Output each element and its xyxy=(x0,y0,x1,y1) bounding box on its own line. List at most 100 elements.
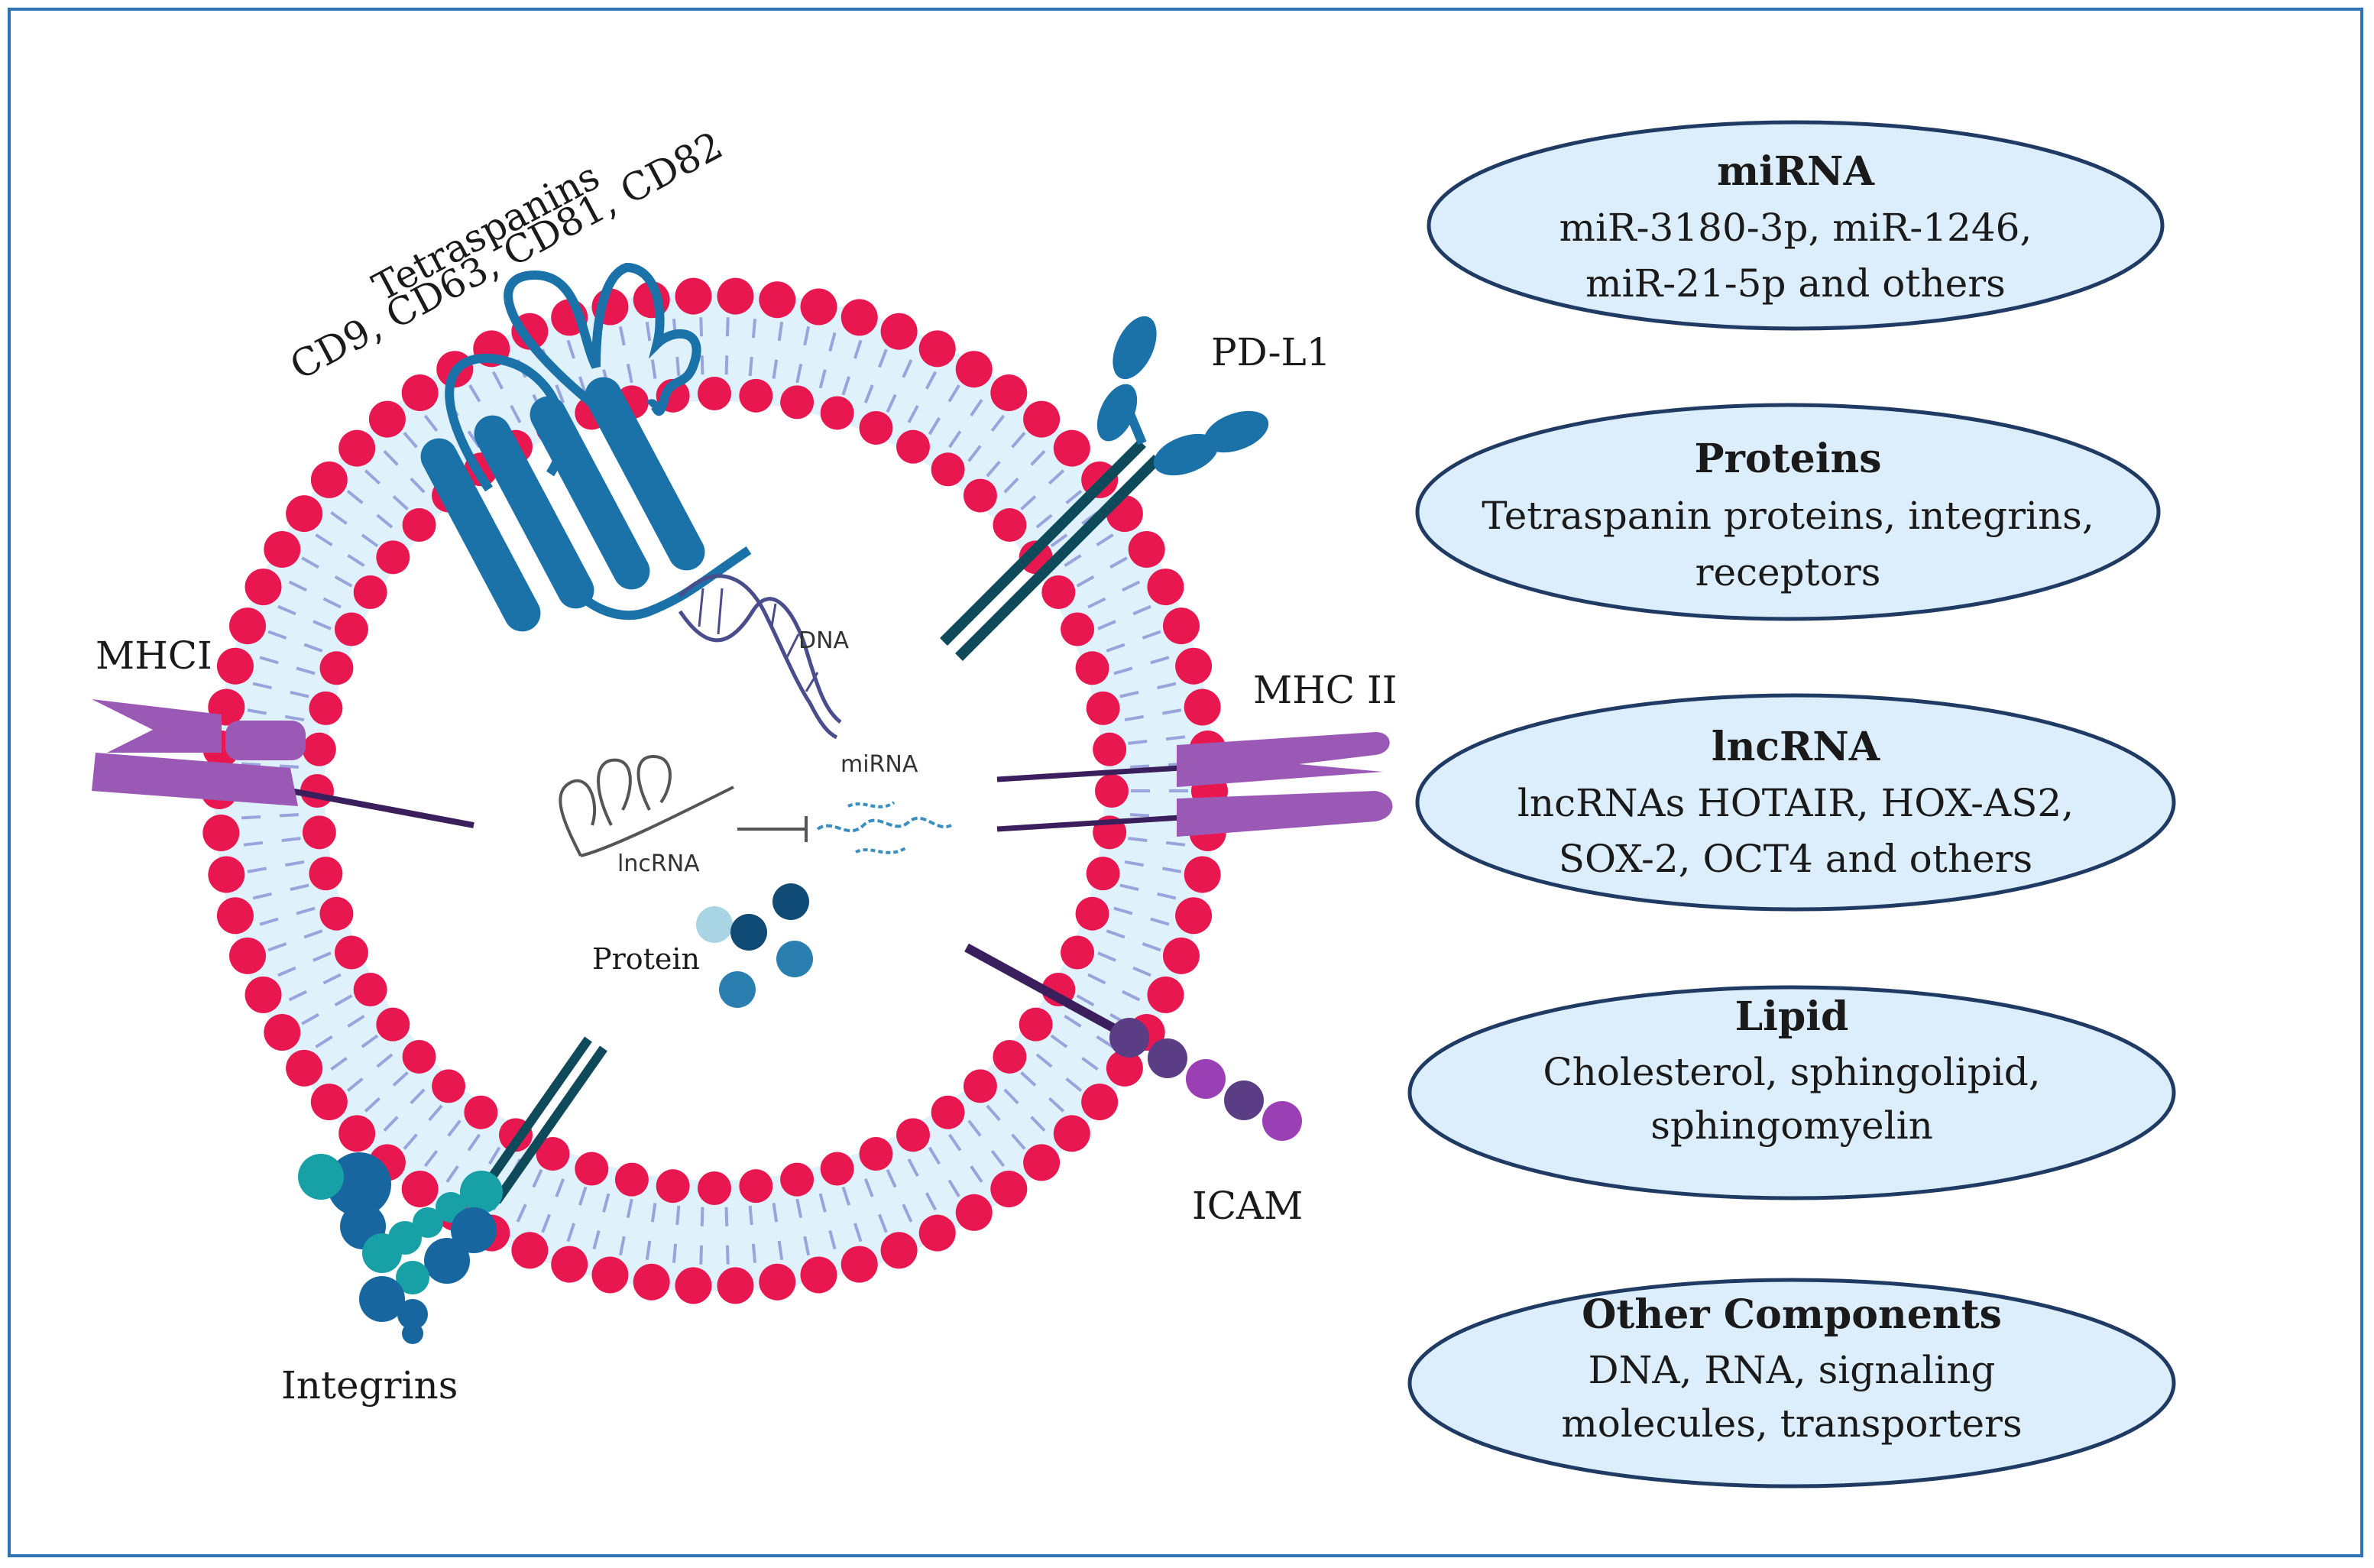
lipid-tail xyxy=(803,326,811,346)
lipid-tail xyxy=(376,1053,394,1068)
lipid-tail xyxy=(1081,1057,1099,1071)
lipid-head-group xyxy=(1184,688,1221,726)
lipid-head-group xyxy=(931,452,965,487)
lipid-head-group xyxy=(245,569,282,606)
lipid-tail xyxy=(252,682,272,690)
lipid-head-group xyxy=(376,540,410,575)
dna-icon xyxy=(678,574,842,740)
lipid-tail xyxy=(346,1077,364,1093)
lipid-tail xyxy=(907,404,919,423)
lipid-tail xyxy=(281,837,301,842)
lipid-tail xyxy=(330,510,348,525)
dna-label: DNA xyxy=(798,627,850,654)
lipid-tail xyxy=(967,445,982,462)
lipid-tail xyxy=(288,990,307,1002)
lipid-head-group xyxy=(759,281,796,319)
component-lipid: Lipid Cholesterol, sphingolipid, sphingo… xyxy=(1407,985,2176,1200)
lipid-tail xyxy=(541,1213,551,1233)
lipid-tail xyxy=(1109,556,1128,569)
lipid-head-group xyxy=(338,1115,376,1152)
lipid-tail xyxy=(1097,951,1116,962)
lipid-tail xyxy=(392,495,409,510)
lipid-tail xyxy=(290,883,309,892)
lipid-tail xyxy=(841,1186,851,1206)
component-line: sphingomyelin xyxy=(1650,1103,1933,1148)
lipid-tail xyxy=(618,326,626,346)
lipid-tail xyxy=(947,384,960,403)
lipid-head-group xyxy=(334,935,368,970)
lipid-tail xyxy=(751,319,757,339)
lipid-tail xyxy=(303,929,323,939)
lipid-tail xyxy=(1087,973,1106,985)
lipid-head-group xyxy=(880,313,918,350)
lipid-head-group xyxy=(820,1152,854,1186)
lipid-tail xyxy=(1132,604,1151,616)
lipid-tail xyxy=(1087,597,1106,609)
lipid-head-group xyxy=(286,495,323,533)
lipid-head-group xyxy=(918,330,956,368)
lipid-tail xyxy=(1020,495,1037,510)
lipid-head-group xyxy=(229,937,267,974)
lipid-tail xyxy=(626,363,633,384)
lipid-tail xyxy=(1048,1097,1065,1113)
lipid-tail xyxy=(403,432,418,449)
lipid-head-group xyxy=(698,1171,731,1205)
lipid-tail xyxy=(748,1205,753,1226)
lipid-head-group xyxy=(511,1232,549,1269)
lipid-tail xyxy=(1003,477,1019,494)
component-line: Tetraspanin proteins, integrins, xyxy=(1482,494,2094,538)
lipid-head-group xyxy=(993,508,1027,543)
lipid-tail xyxy=(748,356,753,377)
lipid-tail xyxy=(566,339,576,359)
component-title: Lipid xyxy=(1735,993,1849,1040)
lipid-tail xyxy=(1122,580,1141,592)
lipid-tail xyxy=(650,1203,657,1223)
lipid-tail xyxy=(376,513,394,529)
lipid-tail xyxy=(986,460,1001,478)
lipid-tail xyxy=(1124,860,1144,867)
lipid-head-group xyxy=(820,396,854,430)
component-title: Other Components xyxy=(1582,1291,2002,1338)
lipid-tail xyxy=(1165,841,1186,847)
lipid-tail xyxy=(1035,1053,1053,1068)
pdl1-label: PD-L1 xyxy=(1211,330,1331,374)
lipid-tail xyxy=(313,951,332,962)
lipid-tail xyxy=(334,575,353,588)
lipid-head-group xyxy=(993,1039,1027,1074)
lipid-head-group xyxy=(931,1095,965,1129)
lipid-tail xyxy=(795,363,803,384)
lipid-tail xyxy=(818,369,827,389)
lipid-tail xyxy=(725,1245,730,1265)
lipid-tail xyxy=(947,1179,960,1197)
lipid-tail xyxy=(247,867,267,873)
lipid-head-group xyxy=(1053,1115,1090,1152)
lipid-tail xyxy=(1035,513,1053,529)
mhc1-protein xyxy=(92,699,474,828)
lipid-tail xyxy=(990,414,1006,432)
lipid-tail xyxy=(487,1146,501,1165)
lipid-tail xyxy=(672,1243,678,1263)
lipid-tail xyxy=(828,332,837,352)
lipid-tail xyxy=(361,533,379,548)
lipid-tail xyxy=(947,430,962,449)
lipid-head-group xyxy=(208,856,245,893)
mirna-label: miRNA xyxy=(840,751,918,778)
lipid-tail xyxy=(1020,1071,1037,1087)
lipid-tail xyxy=(902,1204,913,1223)
lipid-head-group xyxy=(800,288,837,326)
lipid-head-group xyxy=(1061,612,1095,646)
inner-head-groups xyxy=(300,377,1129,1205)
lipid-head-group xyxy=(840,299,878,336)
component-line: SOX-2, OCT4 and others xyxy=(1559,837,2032,881)
lipid-tail xyxy=(1132,966,1151,977)
component-title: lncRNA xyxy=(1712,724,1880,770)
lipid-tail xyxy=(322,973,342,985)
component-line: molecules, transporters xyxy=(1561,1401,2022,1446)
lipid-tail xyxy=(301,1012,319,1025)
lipid-head-group xyxy=(1162,607,1200,645)
lipid-head-group xyxy=(780,385,815,420)
lipid-head-group xyxy=(990,1170,1028,1207)
pdl1-protein xyxy=(940,316,1269,661)
lipid-tail xyxy=(1161,867,1182,873)
component-title: Proteins xyxy=(1694,436,1881,482)
